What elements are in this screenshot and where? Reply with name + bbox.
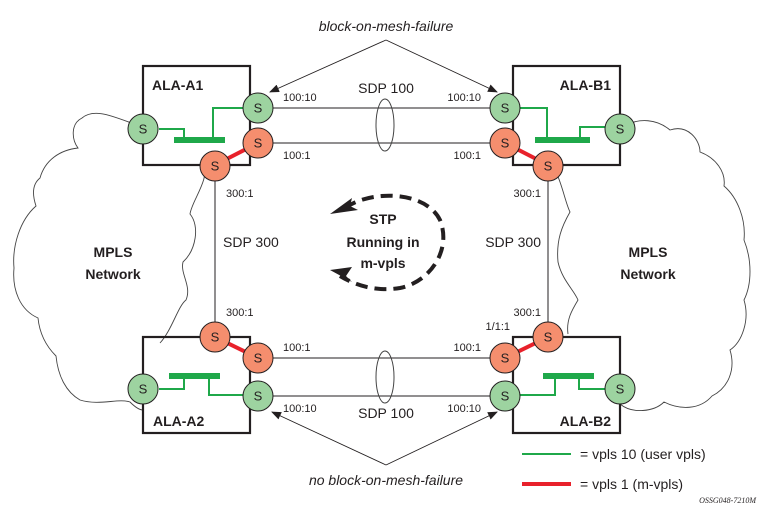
- stp-label-2: Running in: [346, 234, 419, 250]
- sdp-circle: S: [532, 321, 564, 353]
- sdp-100-top-label: SDP 100: [358, 80, 414, 96]
- svg-text:S: S: [139, 122, 148, 137]
- sap-circle: S: [604, 113, 636, 145]
- binding-b2-vpls10: 100:10: [447, 403, 481, 415]
- cloud-right-label-1: MPLS: [629, 244, 668, 260]
- ala-a1-vpls10-bridge: [159, 107, 255, 143]
- sdp-circle: S: [489, 92, 521, 124]
- mpls-cloud-right: [546, 120, 751, 411]
- stp-label-3: m-vpls: [360, 255, 405, 271]
- cloud-left-label-1: MPLS: [94, 244, 133, 260]
- sdp-circle: S: [489, 342, 521, 374]
- cloud-right-label-2: Network: [620, 266, 675, 282]
- stp-rotation-arrow: [330, 193, 446, 292]
- binding-b1-sdp300: 300:1: [513, 188, 541, 200]
- svg-text:S: S: [139, 382, 148, 397]
- node-label-ala-b1: ALA-B1: [560, 77, 612, 93]
- legend: = vpls 10 (user vpls) = vpls 1 (m-vpls): [522, 446, 706, 492]
- svg-text:S: S: [254, 389, 263, 404]
- binding-a2-vpls1: 100:1: [283, 342, 311, 354]
- sap-circle: S: [127, 373, 159, 405]
- annotation-top-arrow-right: [385, 39, 498, 93]
- binding-a2-vpls10: 100:10: [283, 403, 317, 415]
- svg-text:S: S: [211, 159, 220, 174]
- sap-b2-mvpls: 1/1:1: [486, 321, 510, 333]
- ala-a2-vpls10-bridge: [159, 373, 255, 396]
- binding-a2-sdp300: 300:1: [226, 307, 254, 319]
- binding-a1-vpls10: 100:10: [283, 92, 317, 104]
- annotation-bottom-arrow-left: [271, 411, 387, 466]
- mpls-cloud-left: [13, 112, 206, 411]
- sdp-100-top-tunnel-icon: [375, 98, 395, 152]
- svg-text:S: S: [501, 101, 510, 116]
- svg-text:S: S: [616, 122, 625, 137]
- svg-text:S: S: [544, 330, 553, 345]
- sdp-100-bottom-tunnel-icon: [375, 350, 395, 404]
- binding-b2-sdp300: 300:1: [513, 307, 541, 319]
- sdp-circle: S: [199, 150, 231, 182]
- sdp-circle: S: [532, 150, 564, 182]
- svg-text:S: S: [211, 330, 220, 345]
- sdp-100-bottom-label: SDP 100: [358, 405, 414, 421]
- sdp-circle: S: [242, 342, 274, 374]
- annotation-bottom-arrow-right: [385, 411, 498, 466]
- ala-b1-vpls10-bridge: [507, 107, 607, 143]
- sdp-circle: S: [489, 127, 521, 159]
- stp-label-1: STP: [369, 211, 396, 227]
- binding-b2-vpls1: 100:1: [453, 342, 481, 354]
- node-label-ala-a1: ALA-A1: [152, 77, 204, 93]
- annotation-bottom: no block-on-mesh-failure: [309, 472, 463, 488]
- binding-a1-sdp300: 300:1: [226, 188, 254, 200]
- sdp-circle: S: [489, 380, 521, 412]
- binding-a1-vpls1: 100:1: [283, 150, 311, 162]
- ala-b2-vpls10-bridge: [507, 373, 607, 396]
- figure-id: OSSG048-7210M: [699, 496, 757, 505]
- svg-text:S: S: [254, 101, 263, 116]
- svg-text:S: S: [501, 136, 510, 151]
- binding-b1-vpls1: 100:1: [453, 150, 481, 162]
- sdp-circle: S: [199, 321, 231, 353]
- annotation-top: block-on-mesh-failure: [319, 18, 454, 34]
- binding-b1-vpls10: 100:10: [447, 92, 481, 104]
- svg-text:S: S: [544, 159, 553, 174]
- svg-text:S: S: [254, 136, 263, 151]
- svg-text:S: S: [616, 382, 625, 397]
- annotation-top-arrow-left: [269, 39, 387, 93]
- svg-text:S: S: [501, 351, 510, 366]
- sap-circle: S: [127, 113, 159, 145]
- legend-label-vpls10: = vpls 10 (user vpls): [580, 446, 706, 462]
- node-label-ala-a2: ALA-A2: [153, 413, 205, 429]
- sdp-circle: S: [242, 127, 274, 159]
- legend-label-vpls1: = vpls 1 (m-vpls): [580, 476, 683, 492]
- sdp-300-right-label: SDP 300: [485, 234, 541, 250]
- sap-circle: S: [604, 373, 636, 405]
- sdp-circle: S: [242, 92, 274, 124]
- svg-text:S: S: [501, 389, 510, 404]
- svg-text:S: S: [254, 351, 263, 366]
- cloud-left-label-2: Network: [85, 266, 140, 282]
- sdp-300-left-label: SDP 300: [223, 234, 279, 250]
- node-label-ala-b2: ALA-B2: [560, 413, 612, 429]
- sdp-circle: S: [242, 380, 274, 412]
